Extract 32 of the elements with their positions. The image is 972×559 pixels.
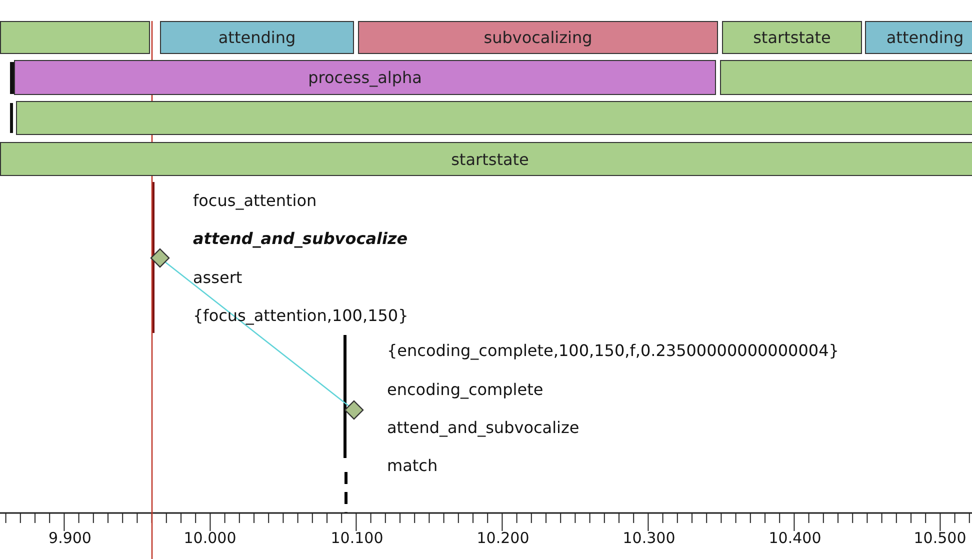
- tick-label: 10.000: [184, 529, 236, 547]
- event-text: focus_attention: [193, 191, 317, 211]
- state-label: attending: [886, 28, 964, 47]
- event-text: attend_and_subvocalize: [193, 229, 408, 249]
- state-bar: [865, 21, 972, 54]
- event-text: encoding_complete: [387, 380, 544, 400]
- state-bar: [720, 60, 972, 95]
- event-text: assert: [193, 268, 242, 288]
- state-label: startstate: [753, 28, 831, 47]
- event-text: attend_and_subvocalize: [387, 418, 580, 438]
- state-bar: [0, 142, 972, 176]
- state-bar: [14, 60, 716, 95]
- state-bar: [0, 21, 150, 54]
- event-text: {encoding_complete,100,150,f,0.23500000000000004}: [387, 341, 839, 361]
- tick-label: 10.300: [622, 529, 676, 547]
- state-label: subvocalizing: [484, 28, 592, 47]
- event-diamond: [344, 400, 364, 420]
- tick-label: 10.100: [330, 529, 384, 547]
- tick-label: 10.400: [768, 529, 822, 547]
- state-label: process_alpha: [308, 68, 422, 87]
- state-bar: [722, 21, 862, 54]
- state-label: startstate: [451, 150, 529, 168]
- tick-label: 10.200: [476, 529, 530, 547]
- event-diamond: [150, 248, 170, 268]
- state-bar: [160, 21, 354, 54]
- state-bar: [16, 101, 972, 135]
- tick-label: 10.500: [914, 529, 966, 547]
- state-label: attending: [218, 28, 296, 47]
- event-text: match: [387, 456, 438, 476]
- state-bar: [358, 21, 718, 54]
- connector-line: [164, 262, 350, 406]
- tick-label: 9.900: [48, 529, 92, 547]
